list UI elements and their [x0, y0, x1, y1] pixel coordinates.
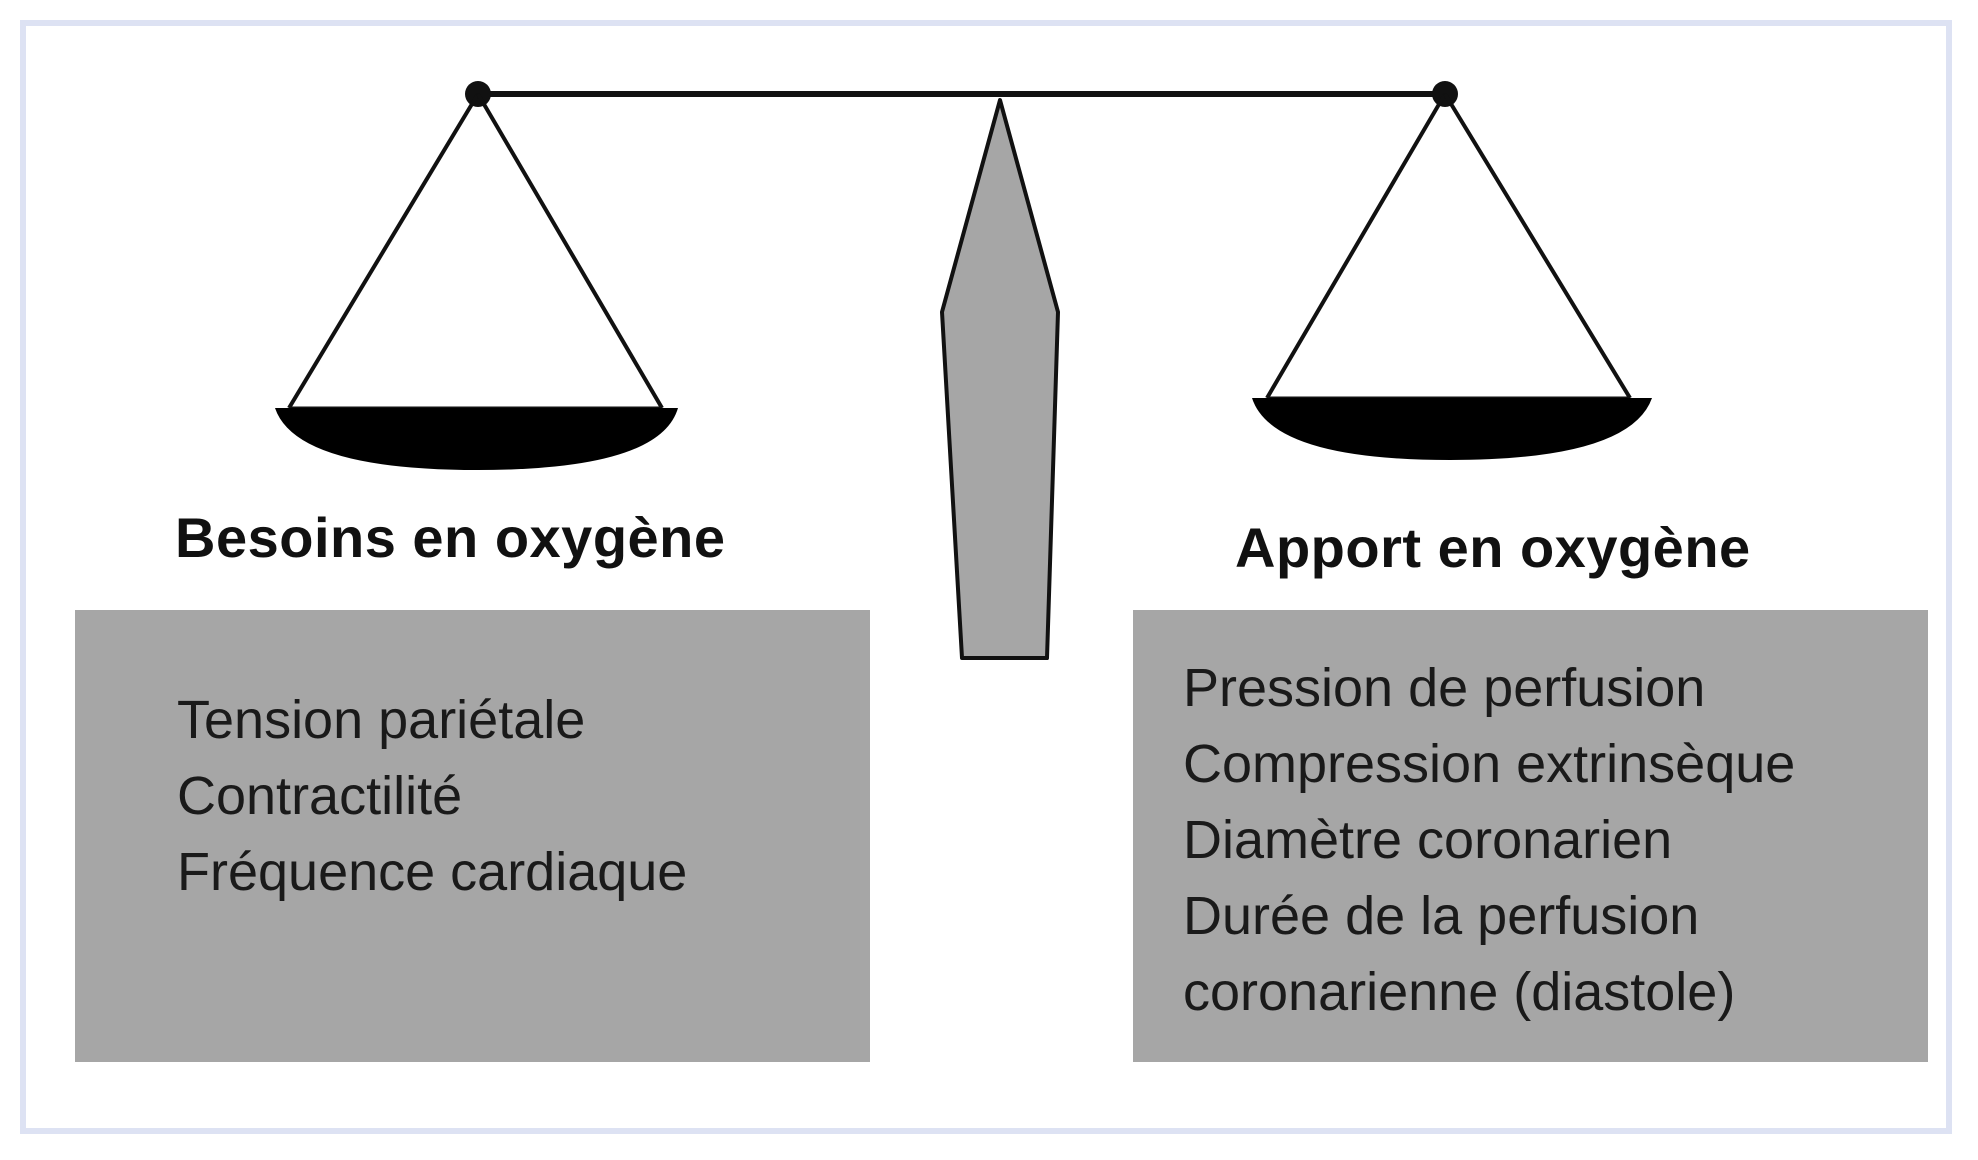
right-pan: [1252, 92, 1652, 460]
oxygen-demand-heading: Besoins en oxygène: [175, 506, 726, 569]
supply-factor: Durée de la perfusion: [1183, 886, 1700, 946]
oxygen-demand-factors-box: Tension pariétale Contractilité Fréquenc…: [75, 610, 870, 1062]
supply-factor: Pression de perfusion: [1183, 658, 1706, 718]
demand-factor: Fréquence cardiaque: [177, 842, 688, 902]
scale-stand: [940, 98, 1060, 660]
oxygen-supply-heading: Apport en oxygène: [1235, 516, 1751, 579]
supply-factor: Diamètre coronarien: [1183, 810, 1673, 870]
supply-factor: coronarienne (diastole): [1183, 962, 1736, 1022]
oxygen-supply-factors-box: Pression de perfusion Compression extrin…: [1133, 610, 1928, 1062]
left-pan: [275, 92, 678, 470]
demand-factor: Tension pariétale: [177, 690, 586, 750]
oxygen-demand-factors-list: Tension pariétale Contractilité Fréquenc…: [177, 682, 870, 910]
demand-factor: Contractilité: [177, 766, 463, 826]
supply-factor: Compression extrinsèque: [1183, 734, 1796, 794]
oxygen-supply-factors-list: Pression de perfusion Compression extrin…: [1183, 650, 1928, 1030]
